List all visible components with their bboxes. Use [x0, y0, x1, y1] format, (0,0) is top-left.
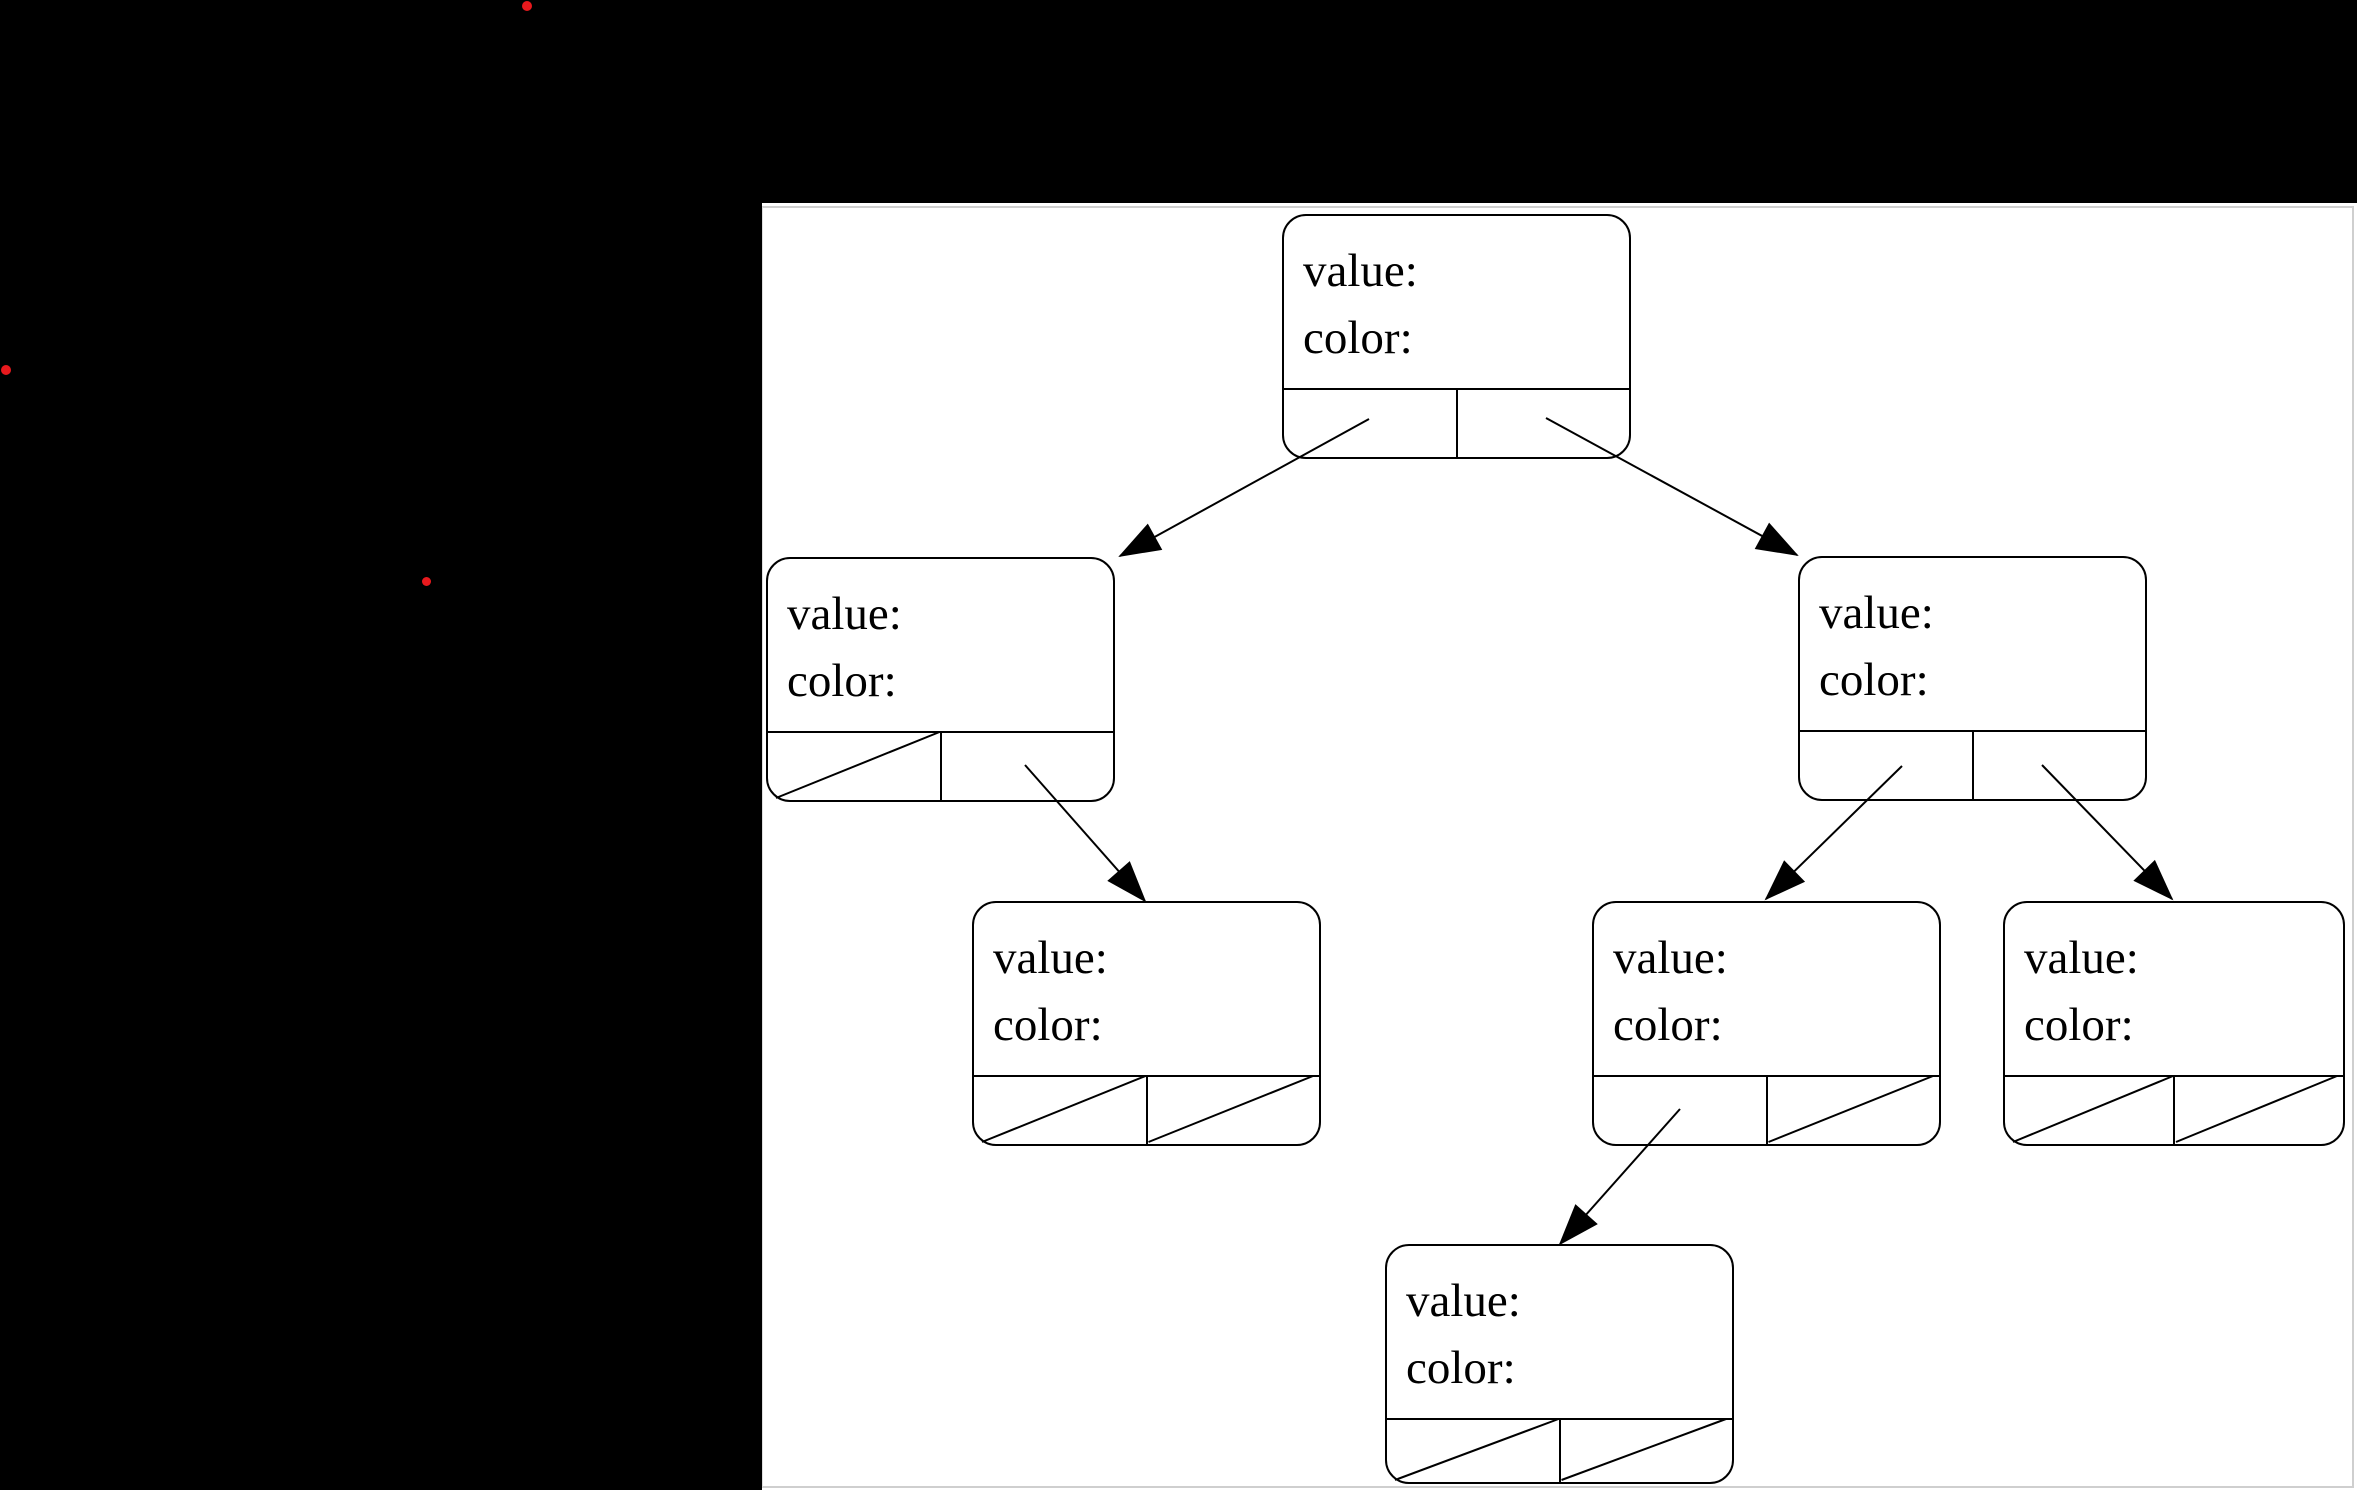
field-label-color: color: [787, 655, 897, 707]
pointer-row-divider [974, 1075, 1319, 1077]
right-pointer-cell [1767, 1077, 1940, 1144]
left-pointer-cell [768, 733, 941, 800]
node-field-labels: value: color: [1800, 558, 2145, 714]
pointer-row-divider [1387, 1418, 1732, 1420]
left-pointer-cell [2005, 1077, 2174, 1144]
node-field-labels: value: color: [2005, 903, 2343, 1059]
node-field-labels: value: color: [1594, 903, 1939, 1059]
pointer-cell-divider [2173, 1077, 2175, 1144]
pointer-row-divider [1284, 388, 1629, 390]
field-label-color: color: [1406, 1342, 1516, 1394]
right-pointer-cell [1147, 1077, 1320, 1144]
field-label-value: value: [1406, 1275, 1521, 1327]
left-pointer-cell [1387, 1420, 1560, 1482]
tree-node-root-left: value: color: [766, 557, 1115, 802]
tree-node-root: value: color: [1282, 214, 1631, 459]
tree-node-root-right: value: color: [1798, 556, 2147, 801]
pointer-row-divider [2005, 1075, 2343, 1077]
tree-node-left-right: value: color: [972, 901, 1321, 1146]
field-label-color: color: [1303, 312, 1413, 364]
annotation-dot-2 [1, 365, 11, 375]
pointer-cell-divider [1145, 1077, 1148, 1144]
pointer-row-divider [768, 731, 1113, 733]
field-label-value: value: [1613, 932, 1728, 984]
left-pointer-cell [974, 1077, 1147, 1144]
annotation-dot-3 [421, 576, 431, 586]
pointer-row-divider [1800, 730, 2145, 732]
pointer-cell-divider [1971, 732, 1974, 799]
right-pointer-cell [2174, 1077, 2343, 1144]
left-pointer-cell [1594, 1077, 1767, 1144]
tree-node-right-left: value: color: [1592, 901, 1941, 1146]
right-pointer-cell [1457, 390, 1630, 457]
left-pointer-cell [1800, 732, 1973, 799]
field-label-value: value: [993, 932, 1108, 984]
field-label-color: color: [993, 999, 1103, 1051]
right-pointer-cell [1560, 1420, 1733, 1482]
right-pointer-cell [941, 733, 1114, 800]
field-label-color: color: [2024, 999, 2134, 1051]
field-label-value: value: [1303, 245, 1418, 297]
field-label-value: value: [787, 588, 902, 640]
field-label-value: value: [1819, 587, 1934, 639]
field-label-value: value: [2024, 932, 2139, 984]
field-label-color: color: [1819, 654, 1929, 706]
pointer-cell-divider [939, 733, 942, 800]
node-field-labels: value: color: [974, 903, 1319, 1059]
node-field-labels: value: color: [1387, 1246, 1732, 1402]
right-pointer-cell [1973, 732, 2146, 799]
tree-node-right-right: value: color: [2003, 901, 2345, 1146]
node-field-labels: value: color: [768, 559, 1113, 715]
tree-node-right-left-left: value: color: [1385, 1244, 1734, 1484]
pointer-cell-divider [1455, 390, 1458, 457]
annotation-dot-1 [522, 1, 532, 11]
pointer-cell-divider [1558, 1420, 1561, 1482]
node-field-labels: value: color: [1284, 216, 1629, 372]
pointer-row-divider [1594, 1075, 1939, 1077]
pointer-cell-divider [1765, 1077, 1768, 1144]
field-label-color: color: [1613, 999, 1723, 1051]
left-pointer-cell [1284, 390, 1457, 457]
